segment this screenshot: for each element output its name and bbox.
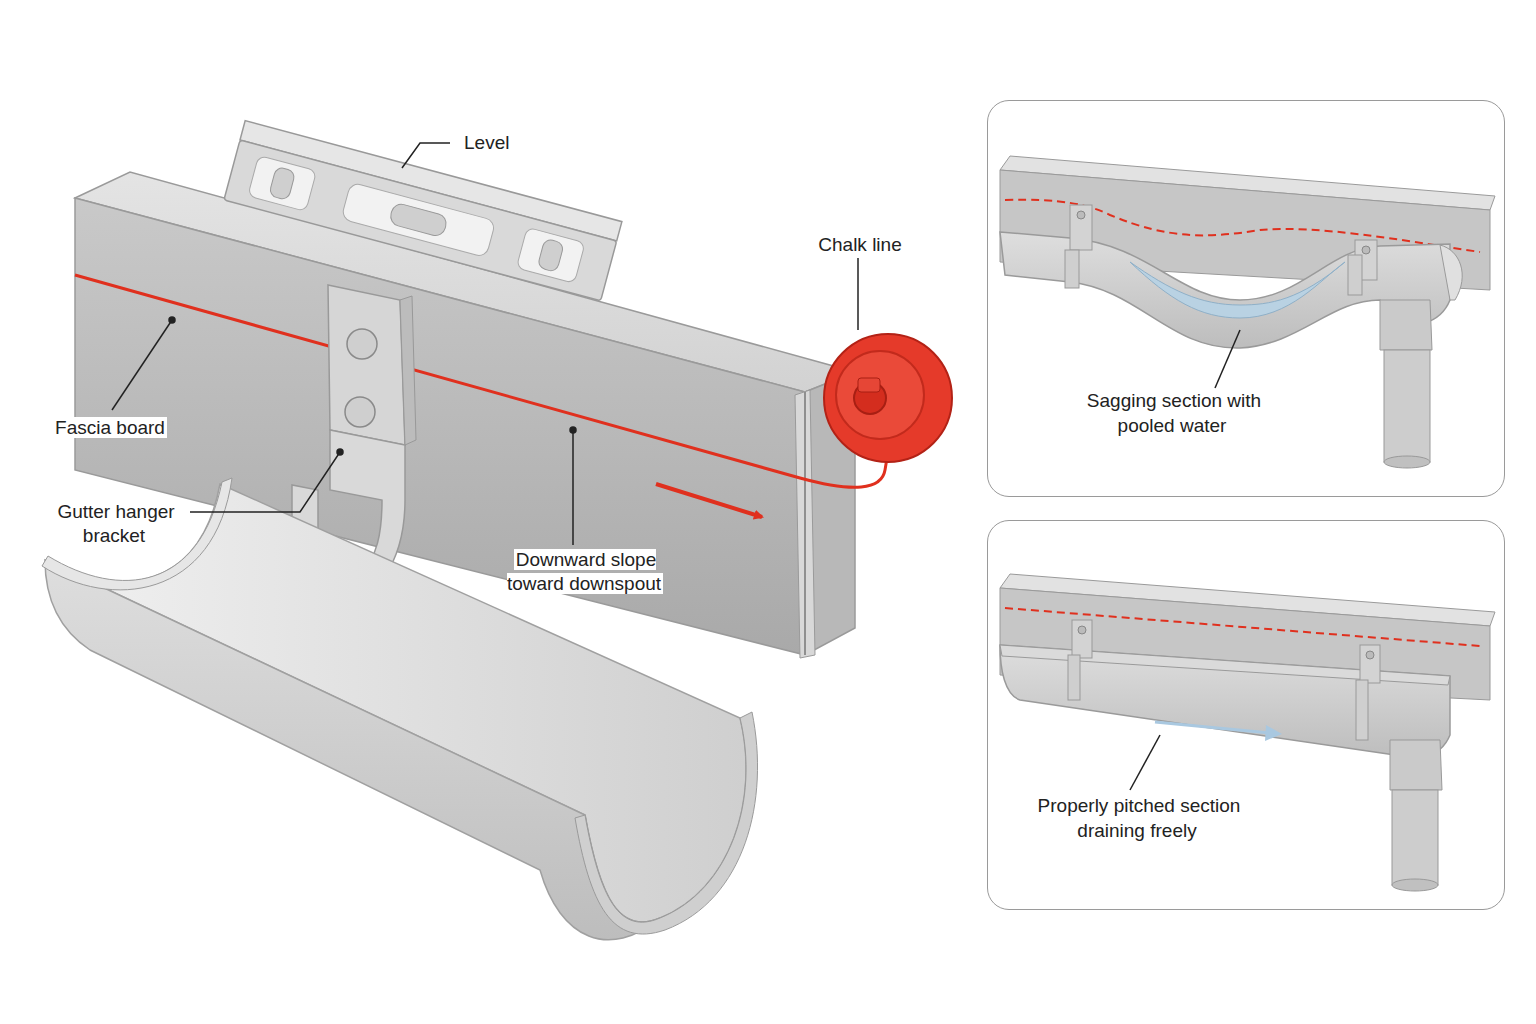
part-label: Downward slope toward downspout [490,548,680,596]
chalk-line [75,275,952,517]
panel-caption: Sagging section with pooled water [1073,388,1273,438]
sagging-gutter-illustration [1000,156,1495,468]
inset-panel: Sagging section with pooled water [987,100,1505,497]
part-label: Chalk line [800,233,920,257]
leader-lines [112,143,858,545]
pitched-gutter-illustration [1000,574,1495,891]
gutter-trough [42,478,758,940]
part-label: Gutter hanger bracket [40,500,190,548]
panel-caption: Properly pitched section draining freely [1018,793,1258,843]
part-label: Fascia board [40,416,180,440]
part-label: Level [462,131,532,155]
inset-panel: Properly pitched section draining freely [987,520,1505,910]
level-tool [224,121,622,301]
